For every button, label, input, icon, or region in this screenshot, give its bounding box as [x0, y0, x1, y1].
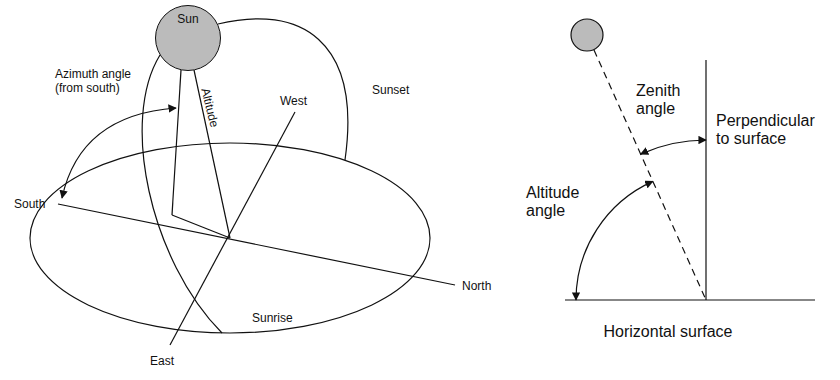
zenith-arc [641, 140, 706, 154]
angle-label: Zenith angle [636, 82, 694, 119]
horizontal-surface-line [565, 299, 815, 300]
reference-label: Perpendicular to surface [716, 112, 832, 149]
west-east-line [170, 112, 295, 345]
sun-ray-dashed [594, 50, 706, 300]
direction-label: North [462, 280, 491, 294]
sun-symbol [571, 19, 603, 51]
sun-path-setting [218, 19, 348, 160]
angle-label: Azimuth angle (from south) [55, 68, 141, 96]
surface-label: Horizontal surface [604, 323, 733, 341]
perpendicular-line [705, 60, 706, 300]
altitude-arc [576, 181, 653, 300]
azimuth-arc [62, 108, 176, 198]
vertical-projection [172, 70, 181, 215]
ground-projection [172, 215, 230, 238]
horizon-ellipse [30, 143, 430, 333]
sun-path-rising [142, 55, 222, 333]
direction-label: South [14, 198, 45, 212]
sun-circle: Sun [155, 5, 221, 71]
direction-label: East [150, 355, 174, 369]
angle-label: Altitude [197, 87, 220, 129]
event-label: Sunset [372, 84, 409, 98]
angle-label: Altitude angle [526, 184, 594, 221]
event-label: Sunrise [252, 312, 293, 326]
direction-label: West [280, 95, 307, 109]
altitude-ray [194, 70, 230, 238]
south-north-line [58, 204, 455, 285]
node-title: Sun [156, 12, 220, 26]
